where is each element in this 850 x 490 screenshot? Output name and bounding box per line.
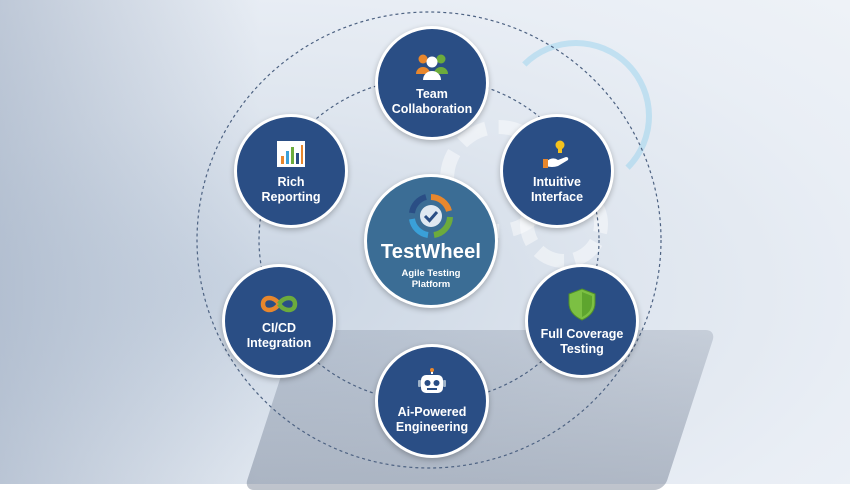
feature-label: Intuitive Interface <box>530 174 584 204</box>
feature-label: CI/CD Integration <box>246 320 312 350</box>
feature-cicd-integration: CI/CD Integration <box>222 264 336 378</box>
brand-name: TestWheel <box>380 240 482 263</box>
shield-icon <box>568 287 596 321</box>
feature-rich-reporting: Rich Reporting <box>234 114 348 228</box>
feature-label: Full Coverage Testing <box>540 326 624 356</box>
feature-ai-powered-engineering: Ai-Powered Engineering <box>375 344 489 458</box>
brand-tagline: Agile Testing Platform <box>401 267 461 290</box>
background-arc <box>500 40 652 192</box>
robot-icon <box>418 367 446 393</box>
center-hub: TestWheel Agile Testing Platform <box>364 174 498 308</box>
feature-team-collaboration: Team Collaboration <box>375 26 489 140</box>
feature-label: Rich Reporting <box>261 174 321 204</box>
testwheel-logo-icon <box>409 193 453 238</box>
team-icon <box>416 54 448 80</box>
hand-lightbulb-icon <box>543 140 569 168</box>
feature-label: Team Collaboration <box>391 86 473 116</box>
feature-intuitive-interface: Intuitive Interface <box>500 114 614 228</box>
background-shade <box>0 0 260 484</box>
bar-chart-icon <box>277 140 305 167</box>
feature-label: Ai-Powered Engineering <box>395 404 469 434</box>
feature-full-coverage-testing: Full Coverage Testing <box>525 264 639 378</box>
infinity-loop-icon <box>260 295 298 312</box>
